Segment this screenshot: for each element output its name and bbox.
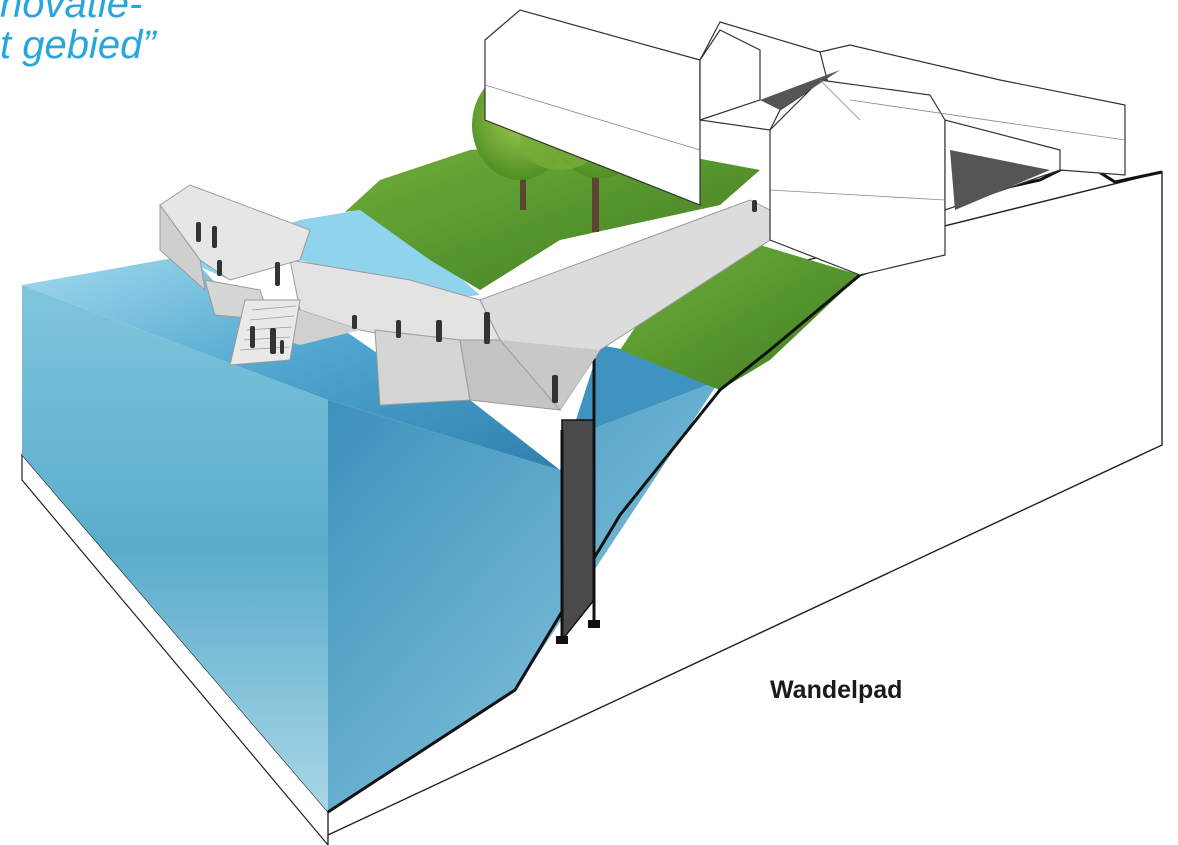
- house-lines: [484, 79, 1126, 201]
- water-surface: [22, 255, 560, 470]
- water-river-back: [180, 210, 480, 300]
- houses: [484, 9, 1126, 276]
- quote-line-2: t gebied”: [0, 23, 156, 67]
- quay-walkway: [159, 184, 771, 411]
- water-river-right: [560, 345, 720, 470]
- people-silhouettes: [196, 200, 757, 403]
- water-front-face: [22, 285, 328, 812]
- wandelpad-label: Wandelpad: [770, 676, 903, 704]
- quote-text: novatie- t gebied”: [0, 0, 156, 123]
- sheet-pile-wall: [556, 350, 600, 644]
- quote-line-1: novatie-: [0, 0, 143, 26]
- water-section-face: [328, 380, 720, 812]
